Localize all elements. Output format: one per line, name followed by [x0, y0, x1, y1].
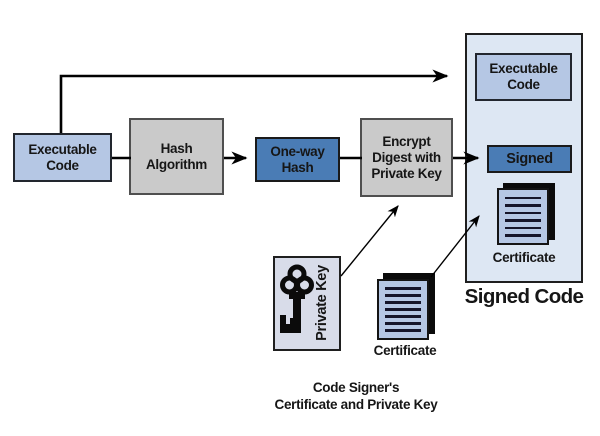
- one-way-hash-label-line2: Hash: [281, 159, 314, 175]
- signed-box: Signed: [487, 145, 572, 173]
- signed-label: Signed: [506, 151, 553, 167]
- encrypt-digest-label-line3: Private Key: [371, 165, 442, 181]
- certificate-document-icon: [377, 273, 435, 340]
- certificate-page: [497, 188, 549, 245]
- panel-executable-code-line1: Executable: [489, 61, 558, 76]
- executable-code-label-line1: Executable: [28, 141, 97, 157]
- code-signer-caption: Code Signer's Certificate and Private Ke…: [246, 379, 466, 413]
- hash-algorithm-label-line2: Algorithm: [145, 156, 208, 172]
- one-way-hash-box: One-way Hash: [255, 137, 340, 182]
- private-key-box: [273, 256, 341, 351]
- one-way-hash-label-line1: One-way: [270, 143, 325, 159]
- panel-executable-code-line2: Code: [507, 77, 540, 92]
- arrow-privatekey-to-encrypt: [340, 205, 399, 277]
- encrypt-digest-label-line1: Encrypt: [382, 133, 431, 149]
- key-icon: [280, 264, 314, 333]
- encrypt-digest-label-line2: Digest with: [372, 149, 441, 165]
- caption-line2: Certificate and Private Key: [274, 397, 438, 412]
- certificate-document-icon: [497, 183, 555, 246]
- certificate-page: [377, 279, 429, 340]
- private-key-label: Private Key: [314, 265, 330, 341]
- panel-certificate-label: Certificate: [492, 250, 556, 265]
- panel-executable-code-box: Executable Code: [475, 53, 572, 101]
- executable-code-box: Executable Code: [13, 133, 112, 182]
- signed-code-title: Signed Code: [464, 285, 584, 308]
- hash-algorithm-box: Hash Algorithm: [129, 118, 224, 195]
- caption-line1: Code Signer's: [312, 380, 400, 395]
- encrypt-digest-box: Encrypt Digest with Private Key: [360, 118, 453, 197]
- bottom-certificate-label: Certificate: [373, 343, 437, 358]
- hash-algorithm-label-line1: Hash: [160, 140, 193, 156]
- executable-code-label-line2: Code: [46, 157, 79, 173]
